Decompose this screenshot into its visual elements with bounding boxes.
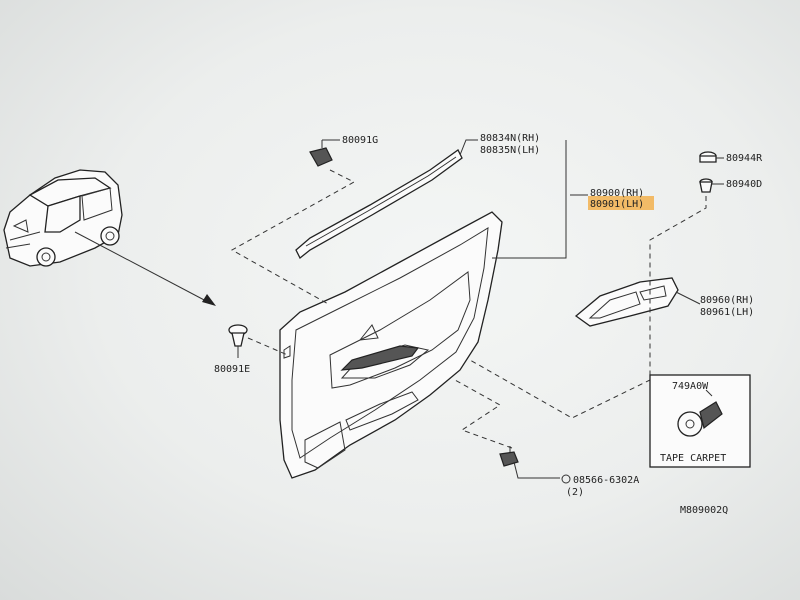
label-80960: 80960(RH) xyxy=(700,295,754,306)
label-80835n: 80835N(LH) xyxy=(480,145,540,156)
label-80091e: 80091E xyxy=(214,364,250,375)
cap-80944r-shape xyxy=(699,151,717,163)
tape-carpet-box xyxy=(649,374,751,468)
label-08566: 08566-6302A xyxy=(573,475,639,486)
cap-80940d-shape xyxy=(699,178,713,193)
highlight-80901 xyxy=(588,196,654,210)
screw-08566-shape xyxy=(499,446,519,467)
switch-finisher-shape xyxy=(574,277,679,327)
label-80901: 80901(LH) xyxy=(590,199,644,210)
clip-80091e-shape xyxy=(228,324,248,347)
drawing-code: M809002Q xyxy=(680,505,728,516)
label-quantity: (2) xyxy=(566,487,584,498)
label-749a0w: 749A0W xyxy=(672,381,709,392)
door-trim-panel xyxy=(279,211,503,479)
clip-80091g-shape xyxy=(309,140,333,167)
direction-arrow xyxy=(74,231,216,306)
label-80961: 80961(LH) xyxy=(700,307,754,318)
label-tape-carpet: TAPE CARPET xyxy=(660,453,726,464)
label-80944r: 80944R xyxy=(726,153,763,164)
screw-symbol-icon xyxy=(561,474,571,484)
label-80834n: 80834N(RH) xyxy=(480,133,540,144)
label-80091g: 80091G xyxy=(342,135,378,146)
door-moulding-strip xyxy=(295,149,463,260)
label-80900: 80900(RH) xyxy=(590,188,644,199)
label-leaders xyxy=(237,139,724,479)
car-illustration xyxy=(3,169,123,267)
label-80940d: 80940D xyxy=(726,179,762,190)
dashed-leaders xyxy=(230,169,707,449)
